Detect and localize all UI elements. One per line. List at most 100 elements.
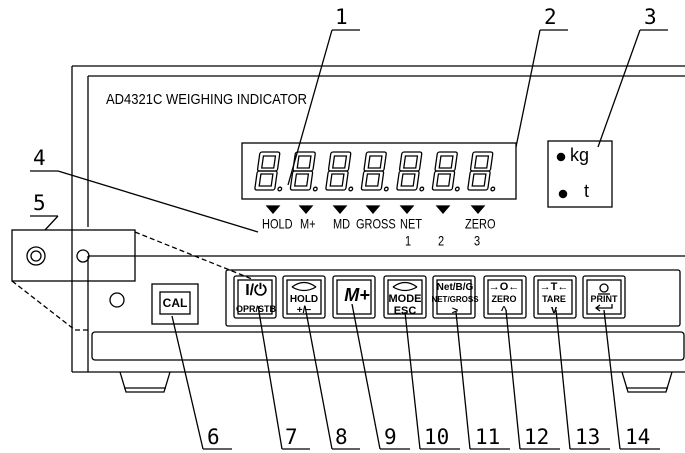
leader-line (351, 303, 381, 450)
key-outer (383, 275, 427, 319)
hold-arrow-icon (291, 286, 317, 292)
callout-1: 1 (335, 5, 348, 29)
key-outer (582, 275, 626, 319)
callout-4: 4 (33, 146, 46, 170)
leader-line (455, 311, 471, 450)
key-outer (432, 275, 476, 319)
leader-line (404, 311, 421, 450)
ann-zero: ZERO (465, 217, 496, 232)
ann-net: NET (400, 217, 422, 232)
callout-11: 11 (475, 425, 501, 449)
ann-gross: GROSS (356, 217, 396, 232)
unit-t: t (584, 181, 590, 201)
decimal-point (383, 186, 389, 192)
t-lamp (558, 189, 568, 199)
tare-key-middle: TARE (542, 294, 566, 304)
ann-digit-1: 1 (405, 234, 412, 249)
tare-key-top: →T← (539, 281, 569, 293)
decimal-point (454, 186, 460, 192)
ann-mplus: M+ (300, 217, 316, 232)
panel-hole (109, 292, 125, 308)
key-inner (286, 279, 322, 315)
power-key-top: I/⏻ (245, 282, 267, 299)
callout-7: 7 (285, 425, 298, 449)
key-inner (487, 279, 523, 315)
decimal-point (277, 186, 283, 192)
key-outer (282, 275, 326, 319)
callout-3: 3 (644, 5, 657, 29)
hold-key-top: HOLD (289, 294, 319, 305)
callout-9: 9 (384, 425, 397, 449)
callout-5: 5 (33, 191, 46, 215)
leader-line (57, 170, 259, 233)
zero-key-top: →O← (488, 281, 520, 293)
mplus-key-label: M+ (344, 285, 370, 305)
mode-arrow-icon (392, 281, 418, 288)
leader-line (515, 29, 541, 148)
digit-1 (254, 151, 283, 192)
kg-lamp (556, 152, 566, 162)
digit-2 (289, 151, 318, 192)
key-outer (533, 275, 577, 319)
digit-6 (431, 151, 460, 192)
annunciator-triangle (399, 205, 415, 214)
key-inner (237, 279, 273, 315)
callout-14: 14 (625, 425, 651, 449)
key-outer (233, 275, 277, 319)
annunciator-triangle (265, 205, 281, 214)
hold-arrow-icon (291, 281, 317, 288)
callout-leaders (30, 29, 668, 450)
zero-key-middle: ZERO (491, 294, 517, 304)
netgross-key-top: Net/B/G (436, 282, 474, 293)
callout-6: 6 (207, 425, 220, 449)
unit-kg: kg (570, 145, 590, 165)
leader-line (257, 305, 283, 450)
netgross-key-middle: NET/GROSS (431, 295, 479, 304)
decimal-point (348, 186, 354, 192)
annunciator-triangles (265, 205, 486, 214)
hold-key-bottom: +/− (296, 305, 312, 316)
print-return-icon (594, 304, 613, 312)
digit-4 (360, 151, 389, 192)
annunciator-triangle (298, 205, 314, 214)
leader-line (597, 29, 641, 148)
netgross-key-bottom: > (451, 305, 459, 317)
callout-12: 12 (524, 425, 550, 449)
tare-key-bottom: v (550, 304, 558, 316)
annunciator-triangle (332, 205, 348, 214)
unit-window (547, 140, 613, 208)
annunciator-triangle (365, 205, 381, 214)
leader-line (171, 315, 204, 450)
key-inner (537, 279, 573, 315)
seven-segment-digits (254, 151, 496, 192)
zero-key-bottom: ^ (500, 305, 508, 317)
digit-7 (467, 151, 496, 192)
cal-key (159, 291, 191, 315)
key-group-frame (225, 269, 681, 327)
leader-line (304, 305, 333, 450)
cal-key-frame (151, 283, 199, 325)
callout-13: 13 (575, 425, 601, 449)
key-row (233, 275, 626, 319)
indicator-feet (119, 371, 673, 393)
print-icon (599, 283, 609, 293)
key-inner (436, 279, 472, 315)
callout-8: 8 (335, 425, 348, 449)
mounting-bracket (11, 229, 253, 331)
leader-line (555, 309, 571, 450)
leader-line (603, 309, 621, 450)
mode-key-bottom: ESC (393, 305, 417, 317)
leader-line (44, 215, 59, 231)
display-window (241, 142, 517, 200)
ann-md: MD (333, 217, 351, 232)
digit-3 (325, 151, 354, 192)
annunciator-triangle (470, 205, 486, 214)
decimal-point (312, 186, 318, 192)
power-key-bottom: OPR/STB (235, 304, 276, 314)
leader-line (505, 309, 521, 450)
ann-hold: HOLD (262, 217, 293, 232)
decimal-point (419, 186, 425, 192)
decimal-point (490, 186, 496, 192)
